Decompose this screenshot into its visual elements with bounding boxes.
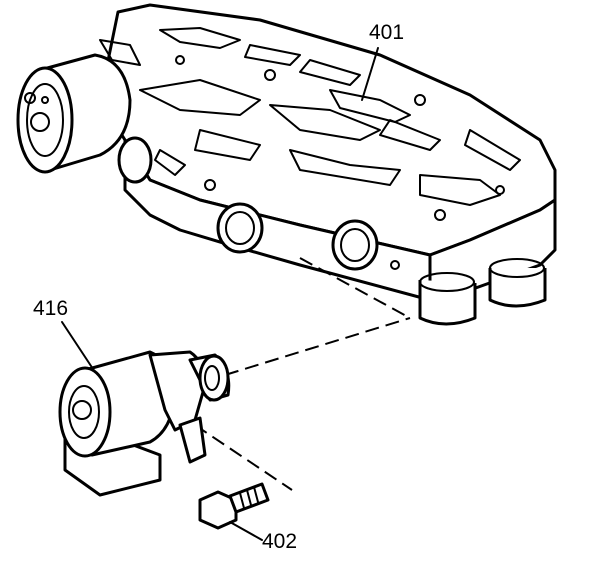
callout-402: 402 (262, 530, 298, 553)
callout-401: 401 (369, 21, 405, 44)
valve-body-401 (98, 3, 557, 326)
assembly-line-solenoid (224, 317, 411, 376)
leader-line-401 (361, 47, 379, 101)
assembly-line-bolt (194, 424, 293, 491)
mounted-solenoid (16, 39, 141, 174)
leader-line-402 (229, 521, 263, 541)
bolt-402 (198, 482, 270, 530)
solenoid-416 (58, 350, 231, 497)
leader-line-416 (61, 321, 96, 373)
callout-416: 416 (33, 297, 69, 320)
